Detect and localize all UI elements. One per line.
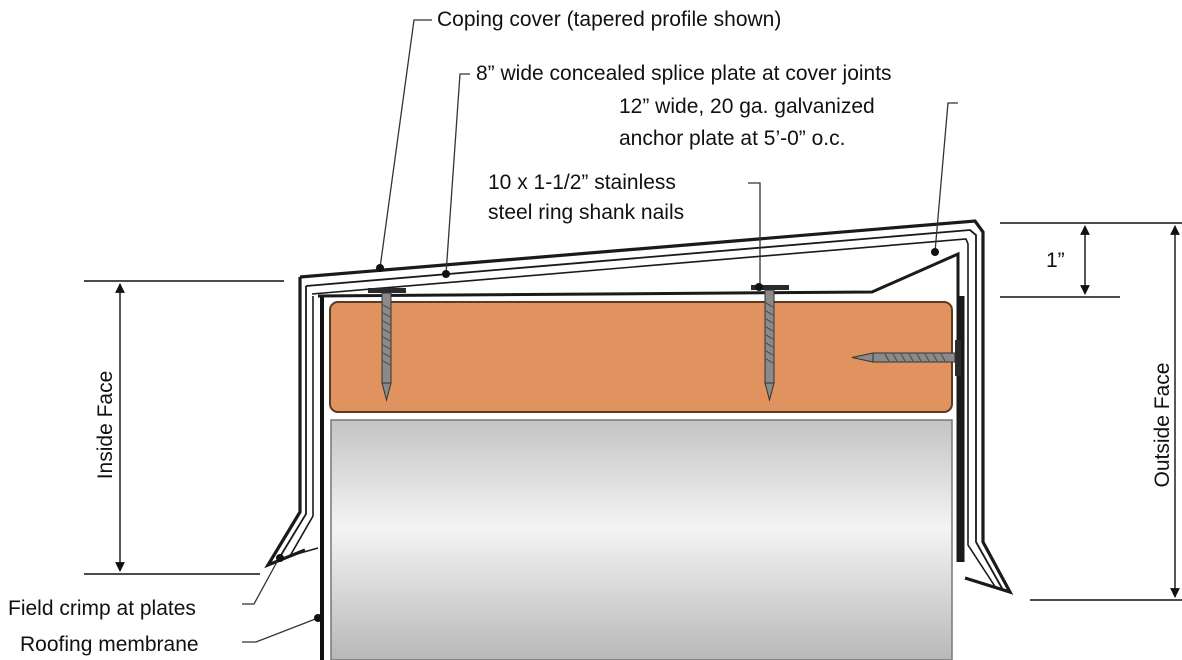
label-dim-1in: 1”: [1046, 249, 1065, 272]
label-nails-line1: 10 x 1-1/2” stainless: [488, 171, 676, 194]
leader-dots: [276, 248, 939, 622]
nail-left: [368, 288, 406, 402]
label-inside-face: Inside Face: [94, 370, 117, 480]
label-anchor-plate-line2: anchor plate at 5’-0” o.c.: [619, 127, 846, 150]
label-field-crimp: Field crimp at plates: [8, 597, 196, 620]
label-anchor-plate-line1: 12” wide, 20 ga. galvanized: [619, 95, 875, 118]
coping-cover: [264, 219, 1014, 595]
label-nails-line2: steel ring shank nails: [488, 201, 685, 224]
leader-lines: [242, 19, 958, 643]
outside-face-dimension: [1030, 225, 1182, 601]
label-roofing-membrane: Roofing membrane: [20, 633, 199, 656]
one-inch-dimension: [1000, 222, 1182, 298]
label-coping-cover: Coping cover (tapered profile shown): [437, 8, 782, 31]
nail-horizontal: [851, 340, 961, 376]
parapet-wall: [330, 419, 953, 660]
inside-face-dimension: [84, 280, 284, 575]
anchor-plate: [317, 251, 960, 562]
label-splice-plate: 8” wide concealed splice plate at cover …: [476, 62, 892, 85]
label-outside-face: Outside Face: [1151, 362, 1174, 488]
nail-right: [751, 285, 789, 402]
